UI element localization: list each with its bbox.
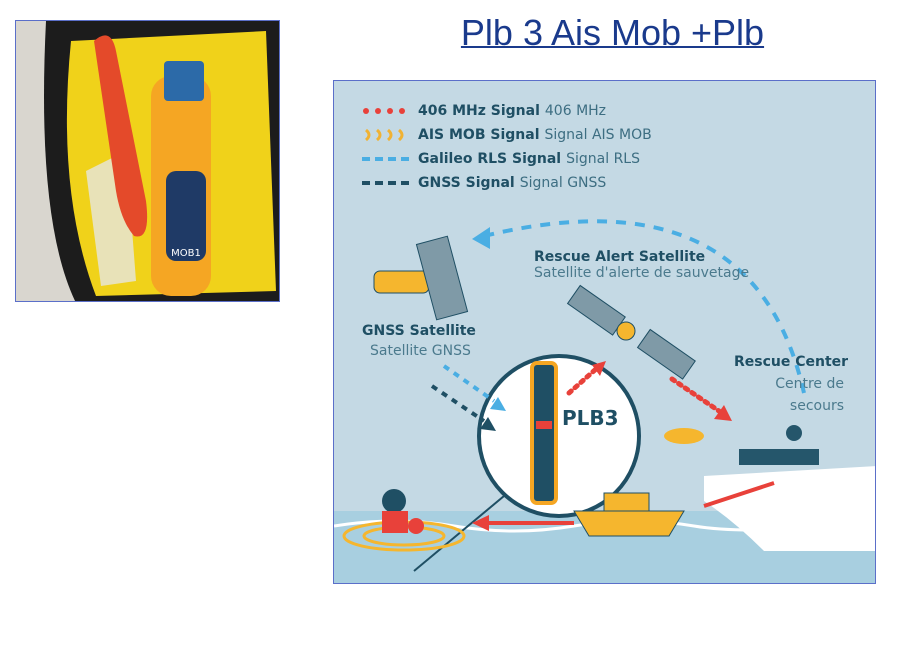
rescue-alert-satellite-icon bbox=[566, 284, 696, 380]
page-title: Plb 3 Ais Mob +Plb bbox=[460, 12, 765, 53]
rescue-boat-icon bbox=[573, 510, 685, 537]
helicopter-icon bbox=[664, 428, 704, 444]
plb3-label: PLB3 bbox=[562, 406, 619, 430]
legend-label: Galileo RLS Signal bbox=[418, 151, 562, 167]
legend-sub: Signal AIS MOB bbox=[544, 127, 652, 143]
product-photo: MOB1 bbox=[15, 20, 280, 302]
legend-label: GNSS Signal bbox=[418, 175, 515, 191]
legend-label: AIS MOB Signal bbox=[418, 127, 540, 143]
ais-arcs-icon bbox=[362, 128, 410, 142]
plb3-device-icon bbox=[530, 361, 558, 505]
blue-dashes-icon bbox=[362, 154, 410, 164]
legend-sub: Signal RLS bbox=[566, 151, 640, 167]
legend-sub: Signal GNSS bbox=[519, 175, 607, 191]
red-dots-icon bbox=[362, 106, 410, 116]
gnss-satellite-icon bbox=[373, 235, 469, 321]
legend-label: 406 MHz Signal bbox=[418, 103, 540, 119]
rescue-center-building-icon bbox=[739, 449, 819, 465]
legend-sub: 406 MHz bbox=[544, 103, 607, 119]
person-overboard-icon bbox=[342, 489, 466, 552]
dark-dashes-icon bbox=[362, 178, 410, 188]
device-label: MOB1 bbox=[171, 248, 201, 259]
